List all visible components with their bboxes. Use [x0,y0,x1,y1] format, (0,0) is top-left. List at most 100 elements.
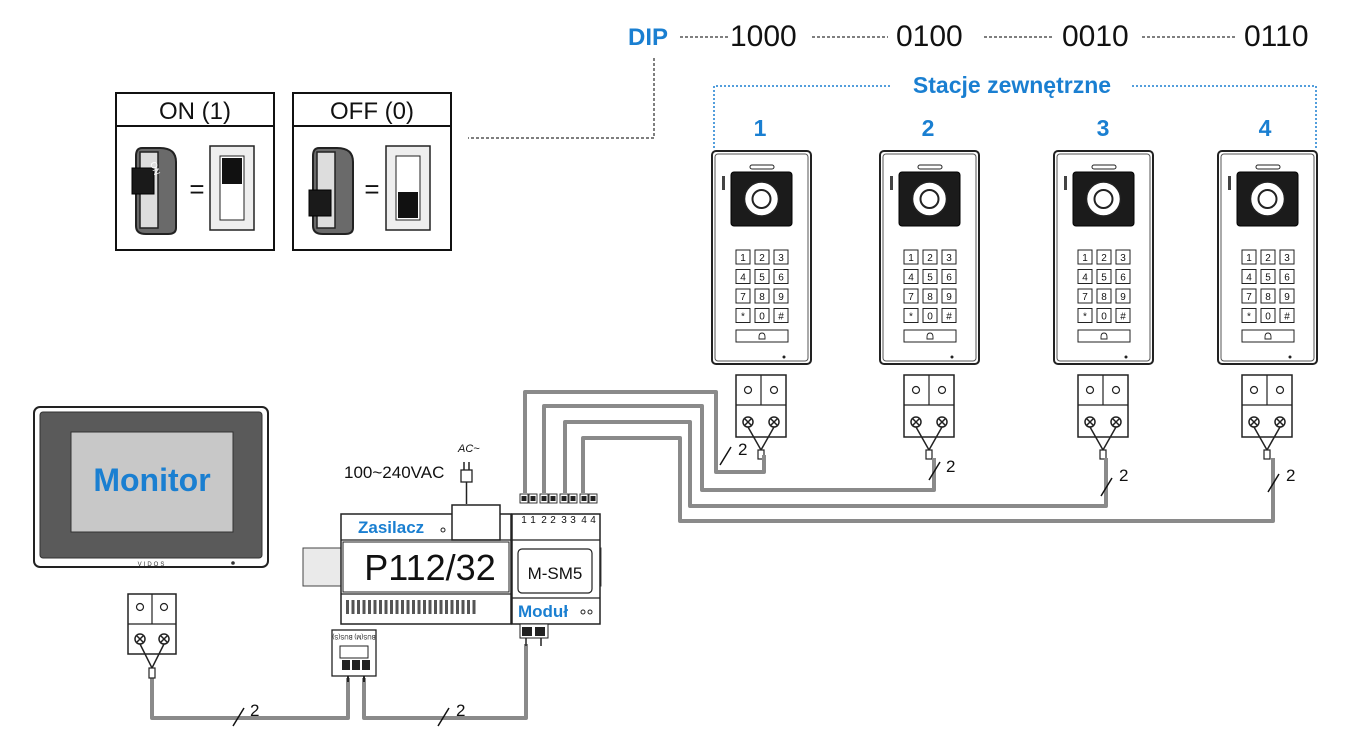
wire-station-4 [581,436,1275,523]
legend-off-equals: = [364,174,379,204]
keypad-key-label: 9 [778,292,784,303]
keypad-key: 4 [735,269,751,284]
keypad-key: 8 [754,288,770,304]
wire-monitor [150,678,350,720]
camera-icon [898,171,961,227]
keypad-key: 2 [754,249,770,265]
keypad-key-label: 3 [778,253,784,264]
wire-station-2 [542,404,936,493]
keypad-key-label: 1 [1246,253,1252,264]
dip-code-2: 0100 [896,20,963,53]
keypad-key-label: 6 [1284,273,1290,284]
keypad-key: 7 [1077,288,1093,304]
keypad-key-label: 1 [1082,253,1088,264]
keypad-key-label: 4 [1246,273,1252,284]
keypad-key: 0 [922,308,938,323]
keypad-key: 6 [1279,269,1295,284]
dip-legend-on: ON (1) ON = [115,92,275,251]
keypad-key: 1 [1077,249,1093,265]
station-terminal-block [735,374,787,460]
dip-header: DIP 1000 0100 0010 0110 [468,20,1309,139]
ac-label: AC~ [457,443,480,455]
keypad-key-label: * [909,312,913,323]
keypad-key-label: 6 [778,273,784,284]
keypad-key: 3 [1279,249,1295,265]
keypad-key: 4 [1241,269,1257,284]
bell-icon [1264,332,1272,340]
keypad-key-label: 9 [1120,292,1126,303]
dip-legend-off: OFF (0) = [292,92,452,251]
station-number-2: 2 [922,115,935,141]
wire-module [362,644,528,720]
wire-station-1 [523,390,766,493]
keypad-key-label: # [1284,312,1290,323]
call-button [1077,329,1131,343]
keypad-key-label: 5 [1265,273,1271,284]
module-terminal-label: 3 [561,515,567,526]
dip-label: DIP [628,24,668,51]
module-terminal-label: 2 [541,515,547,526]
keypad-key-label: # [1120,312,1126,323]
module-terminal-label: 4 [581,515,587,526]
keypad-key: 3 [1115,249,1131,265]
station-number-3: 3 [1097,115,1110,141]
keypad-key-label: 0 [927,312,933,323]
call-button [903,329,957,343]
keypad-key: * [903,308,919,323]
wire-count-labels: 2 2 2 2 2 2 [250,440,1295,720]
keypad-key: * [1077,308,1093,323]
keypad-key: # [1279,308,1295,323]
bell-icon [758,332,766,340]
keypad-key: 3 [941,249,957,265]
dip-code-1: 1000 [730,20,797,53]
module-terminal-label: 1 [521,515,527,526]
keypad-key-label: * [1083,312,1087,323]
camera-icon [1072,171,1135,227]
wire-count-station-3: 2 [1119,466,1128,485]
keypad-key: 7 [735,288,751,304]
keypad-key: 1 [735,249,751,265]
station-number-4: 4 [1259,115,1272,141]
wire-count-station-4: 2 [1286,466,1295,485]
keypad-key-label: * [1247,312,1251,323]
keypad-key-label: 7 [1082,292,1088,303]
keypad-key: 6 [941,269,957,284]
keypad-key: 5 [754,269,770,284]
wire-count-station-1: 2 [738,440,747,459]
outdoor-stations-group: Stacje zewnętrzne 1 2 3 4 [713,72,1317,150]
camera-icon [1236,171,1299,227]
module-terminal-label: 4 [590,515,596,526]
power-plug-icon [460,462,473,504]
keypad-key-label: 9 [1284,292,1290,303]
module-terminal-label: 2 [550,515,556,526]
keypad-key-label: 7 [908,292,914,303]
keypad-key-label: 0 [1101,312,1107,323]
keypad-key-label: 5 [759,273,765,284]
wire-count-monitor: 2 [250,701,259,720]
keypad-key: 8 [922,288,938,304]
keypad-key: 9 [941,288,957,304]
legend-off-title: OFF (0) [330,98,414,125]
keypad-key: 9 [1279,288,1295,304]
keypad-key-label: 3 [1284,253,1290,264]
module-terminal-label: 3 [570,515,576,526]
keypad-key-label: 2 [1101,253,1107,264]
keypad-key-label: 8 [1265,292,1271,303]
monitor-screen [70,431,234,533]
keypad-key-label: 2 [759,253,765,264]
keypad-key-label: 8 [927,292,933,303]
keypad-key: 2 [922,249,938,265]
keypad-key-label: * [741,312,745,323]
keypad-key: 7 [903,288,919,304]
bell-icon [926,332,934,340]
wire-station-3 [563,420,1108,508]
keypad-key-label: 5 [927,273,933,284]
keypad-key-label: 4 [1082,273,1088,284]
keypad-key-label: 8 [759,292,765,303]
